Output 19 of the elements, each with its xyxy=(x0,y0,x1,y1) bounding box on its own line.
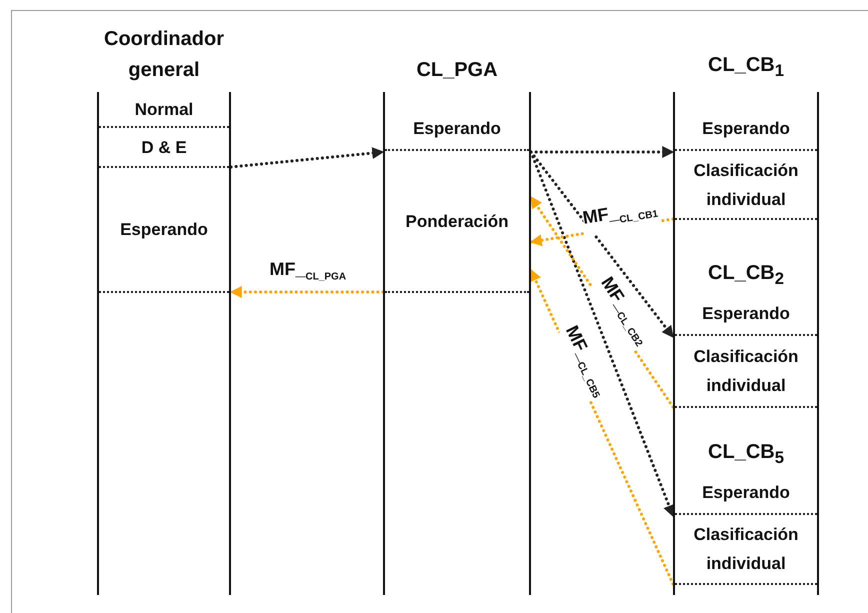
state-label: Normal xyxy=(134,98,194,120)
state-label: Clasificación individual xyxy=(692,524,800,575)
state-label: Ponderación xyxy=(406,210,508,232)
sub-lane-title: CL_CB$_{2}$ xyxy=(708,261,784,290)
arrow xyxy=(230,147,384,168)
lane-title: Coordinador general xyxy=(103,27,225,83)
state-label: Clasificación individual xyxy=(692,346,800,397)
state-label: D & E xyxy=(141,136,187,158)
state-label: Esperando xyxy=(702,303,790,325)
state-label: Esperando xyxy=(702,482,790,504)
arrow xyxy=(230,286,384,298)
state-label: Clasificación individual xyxy=(692,160,800,210)
state-label: Esperando xyxy=(413,118,501,140)
lane-title: CL_CB$_{1}$ xyxy=(707,53,785,82)
lane-title: CL_PGA xyxy=(415,58,499,83)
state-label: Esperando xyxy=(702,118,790,140)
arrow xyxy=(530,150,675,518)
state-label: Esperando xyxy=(120,219,208,241)
sub-lane-title: CL_CB$_{5}$ xyxy=(708,440,784,469)
